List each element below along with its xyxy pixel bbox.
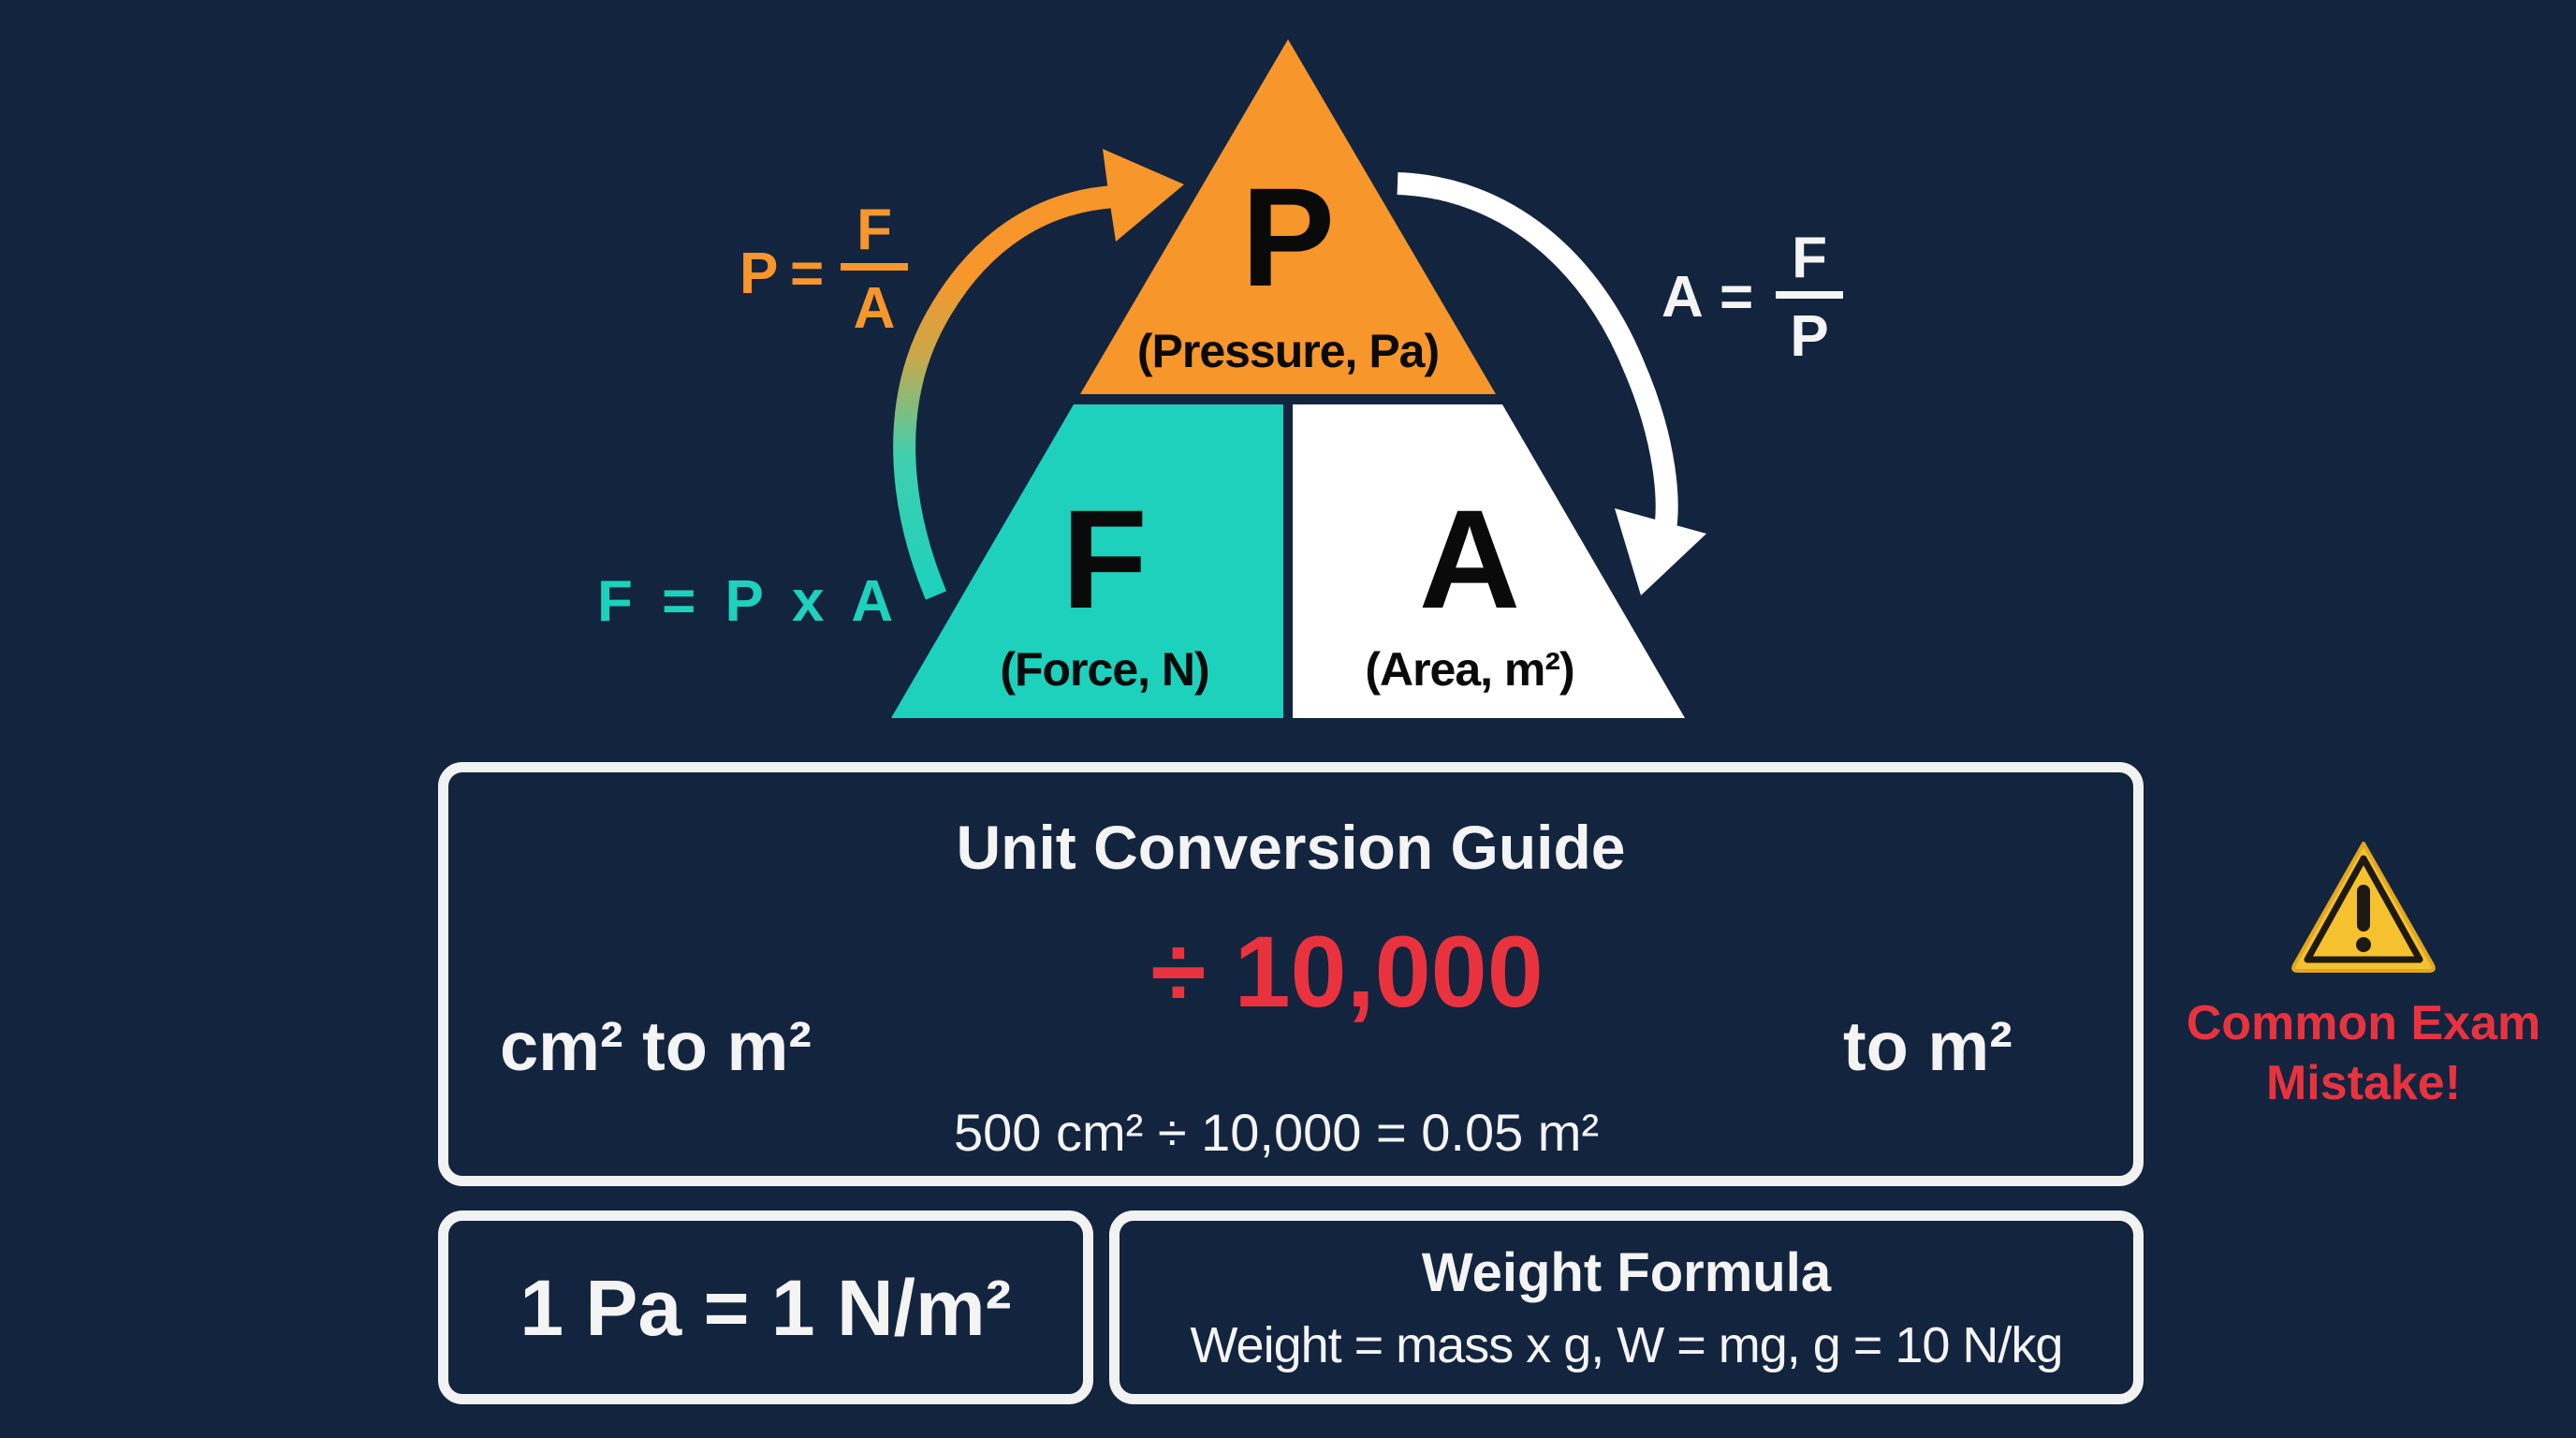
force-formula: F = P x A (597, 569, 898, 634)
conversion-operation: ÷ 10,000 (1150, 915, 1544, 1028)
right-curved-arrow (1397, 172, 1706, 595)
warning-line-2: Mistake! (2265, 1056, 2462, 1110)
pressure-formula-fraction: F A (841, 201, 908, 338)
area-formula-lhs: A (1661, 265, 1704, 330)
conversion-to-label: to m² (1843, 1007, 2012, 1085)
conversion-from-label: cm² to m² (500, 1007, 812, 1085)
pressure-formula-eq: = (790, 242, 825, 306)
area-formula-denominator: P (1790, 304, 1829, 369)
pressure-symbol: P (1240, 158, 1336, 315)
area-formula: A = F P (1661, 229, 1858, 370)
area-formula-numerator: F (1792, 226, 1827, 290)
weight-formula-text: Weight = mass x g, W = mg, g = 10 N/kg (1190, 1317, 2064, 1373)
unit-conversion-title: Unit Conversion Guide (956, 813, 1626, 882)
conversion-example: 500 cm² ÷ 10,000 = 0.05 m² (954, 1103, 1600, 1162)
pressure-formula-lhs: P (739, 242, 779, 306)
weight-formula-title: Weight Formula (1421, 1242, 1832, 1303)
area-label: (Area, m²) (1365, 643, 1574, 696)
pressure-label: (Pressure, Pa) (1136, 325, 1440, 377)
unit-conversion-box: Unit Conversion Guide ÷ 10,000 cm² to m²… (438, 762, 2144, 1186)
force-section (891, 404, 1283, 718)
pressure-formula-denominator: A (853, 276, 896, 341)
warning-line-1: Common Exam (2186, 996, 2541, 1050)
area-symbol: A (1418, 480, 1521, 638)
area-formula-eq: = (1720, 265, 1754, 330)
weight-formula-box: Weight Formula Weight = mass x g, W = mg… (1109, 1211, 2144, 1404)
pascal-definition-box: 1 Pa = 1 N/m² (438, 1211, 1093, 1404)
force-symbol: F (1061, 480, 1148, 638)
area-section (1293, 404, 1685, 718)
warning-callout: Common Exam Mistake! (2162, 838, 2565, 1119)
pascal-definition-text: 1 Pa = 1 N/m² (520, 1264, 1012, 1352)
force-label: (Force, N) (1000, 643, 1209, 696)
pressure-formula: P = F A (739, 201, 917, 342)
pressure-formula-numerator: F (856, 198, 892, 262)
warning-triangle-icon (2291, 842, 2436, 973)
area-formula-fraction: F P (1776, 229, 1843, 366)
left-curved-arrow (893, 149, 1184, 600)
pressure-section (1080, 39, 1496, 394)
